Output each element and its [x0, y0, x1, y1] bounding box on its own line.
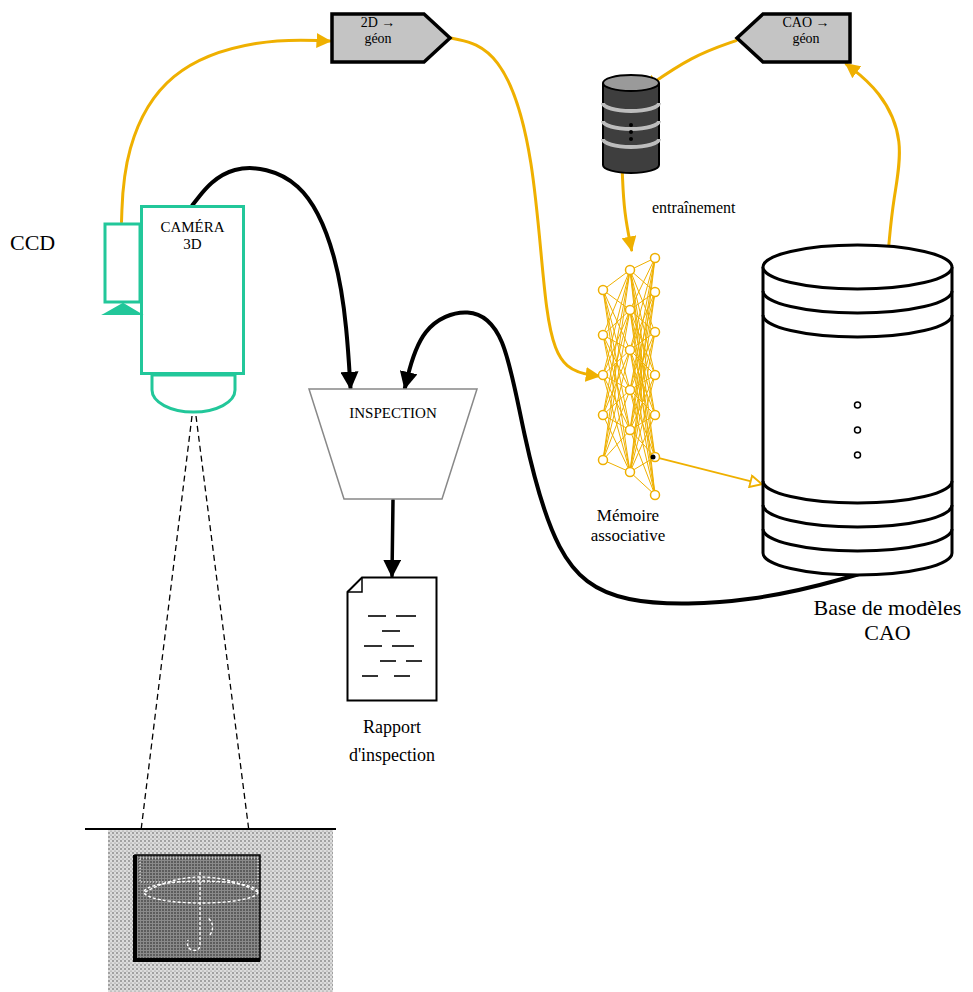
network-neuron — [599, 456, 608, 465]
neural-network: Mémoire associative — [592, 250, 664, 502]
connector — [451, 38, 599, 376]
database-band — [763, 315, 952, 337]
database-dot — [855, 402, 861, 408]
inspection-outline — [309, 389, 477, 499]
network-neuron — [599, 411, 608, 420]
converter-box: CAO → géon — [735, 12, 852, 64]
network-neuron — [651, 328, 660, 337]
network-neuron — [626, 306, 635, 315]
connector — [622, 173, 631, 250]
network-neuron — [651, 411, 660, 420]
model-database: Base de modèles CAO — [760, 243, 955, 578]
database-top — [763, 245, 952, 289]
document-line — [406, 660, 422, 662]
neural-network-shape — [592, 250, 664, 502]
scene-shadow — [135, 855, 260, 960]
network-neuron — [626, 386, 635, 395]
database-dot — [629, 137, 633, 141]
database-band — [603, 121, 659, 129]
network-neuron — [626, 346, 635, 355]
umbrella-sketch — [144, 872, 258, 950]
database-dot — [855, 427, 861, 433]
document-line — [362, 675, 378, 677]
network-neuron — [599, 331, 608, 340]
ccd-camera-shape — [103, 222, 140, 318]
inspection-trapezoid: INSPECTION — [308, 388, 478, 500]
network-neuron — [626, 426, 635, 435]
database-band — [763, 505, 952, 527]
connector — [193, 168, 351, 388]
converter-outline — [737, 14, 850, 62]
scene-frame — [140, 858, 258, 882]
training-database-shape — [600, 75, 662, 173]
node-label: Base de modèles CAO — [810, 595, 965, 646]
network-neuron — [651, 491, 660, 500]
connector — [122, 40, 331, 222]
network-neuron — [599, 286, 608, 295]
network-neuron — [651, 371, 660, 380]
network-output — [651, 455, 656, 460]
document-line — [380, 660, 396, 662]
node-label: CAO → géon — [781, 15, 831, 47]
converter-box: 2D → géon — [330, 12, 452, 64]
inspection-trapezoid-shape — [308, 388, 478, 500]
document-line — [382, 630, 400, 632]
view-line — [196, 416, 252, 855]
database-body — [603, 83, 659, 173]
camera-box: CAMÉRA 3D — [140, 205, 245, 375]
connector — [392, 500, 393, 576]
scene-edge — [85, 828, 336, 830]
view-line — [138, 416, 192, 855]
network-links — [603, 258, 655, 495]
database-band — [763, 291, 952, 313]
connector — [846, 64, 899, 246]
training-database: entraînement — [600, 75, 662, 173]
model-database-shape — [760, 243, 955, 578]
database-band — [603, 103, 659, 111]
network-neuron — [626, 468, 635, 477]
node-label: entraînement — [652, 199, 772, 217]
document-line — [392, 645, 414, 647]
scene-object — [135, 855, 260, 960]
document-fold — [348, 578, 363, 593]
database-dot — [855, 452, 861, 458]
node-label: Mémoire associative — [568, 506, 688, 545]
ccd-body — [105, 224, 140, 302]
database-band — [763, 481, 952, 503]
database-band — [763, 529, 952, 551]
database-dot — [629, 123, 633, 127]
document-line — [396, 615, 416, 617]
document-line — [364, 645, 382, 647]
network-neuron — [651, 453, 660, 462]
connector — [653, 457, 762, 485]
database-body — [763, 267, 952, 575]
ccd-mount — [105, 304, 140, 314]
ccd-camera: CCD — [103, 222, 140, 318]
network-neuron — [651, 288, 660, 297]
scene-ground — [108, 829, 333, 992]
network-neuron — [626, 266, 635, 275]
network-neuron — [599, 371, 608, 380]
camera-lens — [152, 375, 235, 412]
node-label: Rapport d'inspection — [340, 714, 444, 770]
document-outline — [348, 578, 437, 701]
document-line — [394, 675, 410, 677]
node-label: 2D → géon — [356, 15, 400, 47]
database-dot — [629, 130, 633, 134]
document-line — [368, 615, 386, 617]
report-document-shape — [346, 576, 438, 702]
report-document: Rapport d'inspection — [346, 576, 438, 702]
node-label: CAMÉRA 3D — [156, 205, 230, 254]
database-top — [603, 75, 659, 91]
node-label: CCD — [10, 230, 80, 255]
network-neuron — [651, 254, 660, 263]
converter-outline — [332, 14, 450, 62]
node-label: INSPECTION — [318, 388, 468, 422]
